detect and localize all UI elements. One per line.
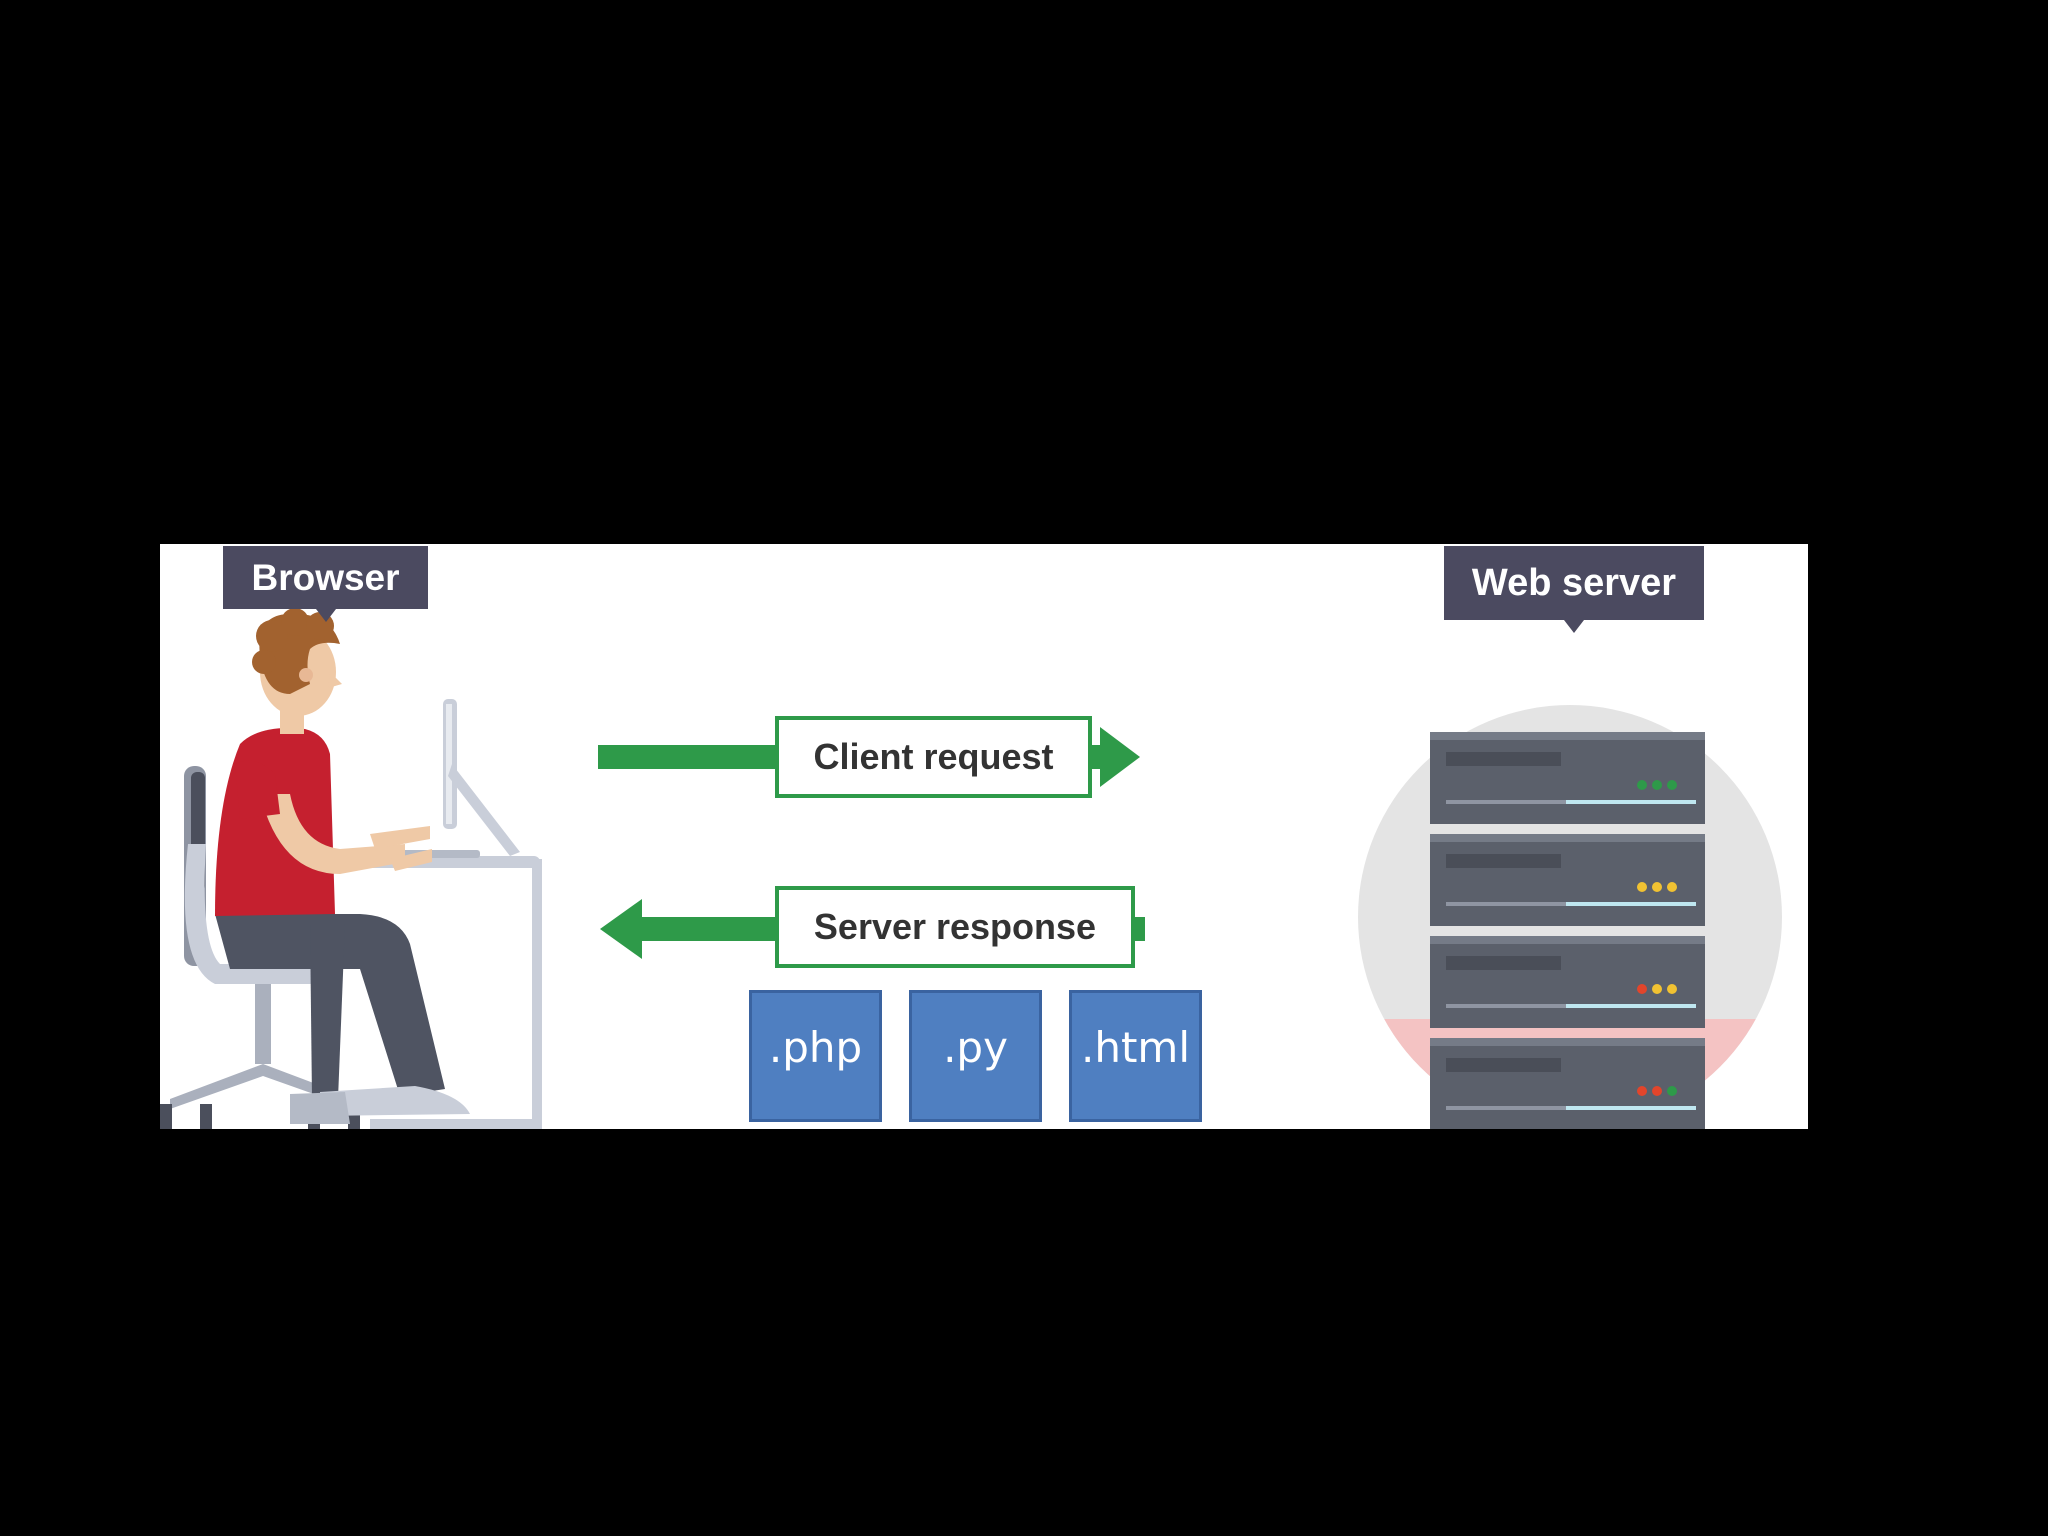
file-type-php: .php <box>749 990 882 1122</box>
client-request-label: Client request <box>775 716 1092 798</box>
file-type-py: .py <box>909 990 1042 1122</box>
server-response-label: Server response <box>775 886 1135 968</box>
browser-label: Browser <box>223 546 428 622</box>
web-server-label: Web server <box>1444 546 1704 633</box>
person-at-computer-icon <box>160 608 542 1129</box>
diagram-panel: Browser Web server Client request Server… <box>160 544 1808 1129</box>
file-type-html: .html <box>1069 990 1202 1122</box>
server-rack-icon <box>1358 705 1782 1129</box>
